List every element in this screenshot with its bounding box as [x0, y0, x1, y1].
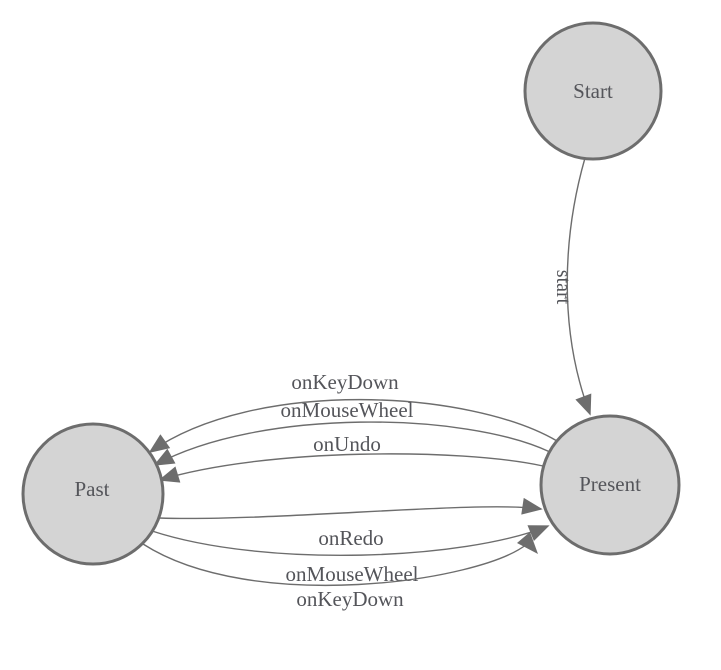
state-circle-present[interactable] [539, 414, 681, 556]
transition-label-onmousewheel-lower: onMouseWheel [286, 562, 419, 586]
transition-past-to-present-onredo: onRedo [158, 497, 543, 550]
arrowhead-icon [517, 532, 538, 554]
state-node-present: Present [539, 414, 681, 556]
transition-label-onkeydown-lower: onKeyDown [296, 587, 404, 611]
edge-past-to-present-onkeydown[interactable] [142, 543, 528, 587]
edge-present-to-past-onmousewheel[interactable] [153, 421, 551, 466]
transition-start-to-present: start [552, 157, 592, 416]
edge-past-to-present-onredo[interactable] [158, 497, 543, 520]
state-circle-past[interactable] [21, 422, 165, 566]
transition-label-onmousewheel-upper: onMouseWheel [281, 398, 414, 422]
transition-label-start: start [552, 270, 574, 305]
state-node-start: Start [523, 21, 663, 161]
edge-start-to-present[interactable] [566, 157, 592, 416]
state-label-present: Present [579, 472, 641, 496]
state-label-start: Start [573, 79, 613, 103]
transition-label-onkeydown-upper: onKeyDown [291, 370, 399, 394]
states-layer: Start Present Past [21, 21, 681, 566]
transition-past-to-present-onkeydown: onKeyDown [142, 532, 538, 611]
state-label-past: Past [74, 477, 109, 501]
transition-present-to-past-onundo: onUndo [158, 432, 544, 483]
transition-label-onredo: onRedo [318, 526, 383, 550]
transition-label-onundo: onUndo [313, 432, 381, 456]
edge-present-to-past-onundo[interactable] [158, 453, 544, 483]
state-circle-start[interactable] [523, 21, 663, 161]
state-node-past: Past [21, 422, 165, 566]
transitions-layer: start onKeyDown onMouseWheel onUndo onRe… [142, 157, 592, 611]
transition-present-to-past-onkeydown: onKeyDown [148, 370, 558, 453]
edge-present-to-past-onkeydown[interactable] [148, 398, 558, 453]
transition-present-to-past-onmousewheel: onMouseWheel [153, 398, 551, 466]
edge-past-to-present-onmousewheel[interactable] [151, 525, 550, 556]
